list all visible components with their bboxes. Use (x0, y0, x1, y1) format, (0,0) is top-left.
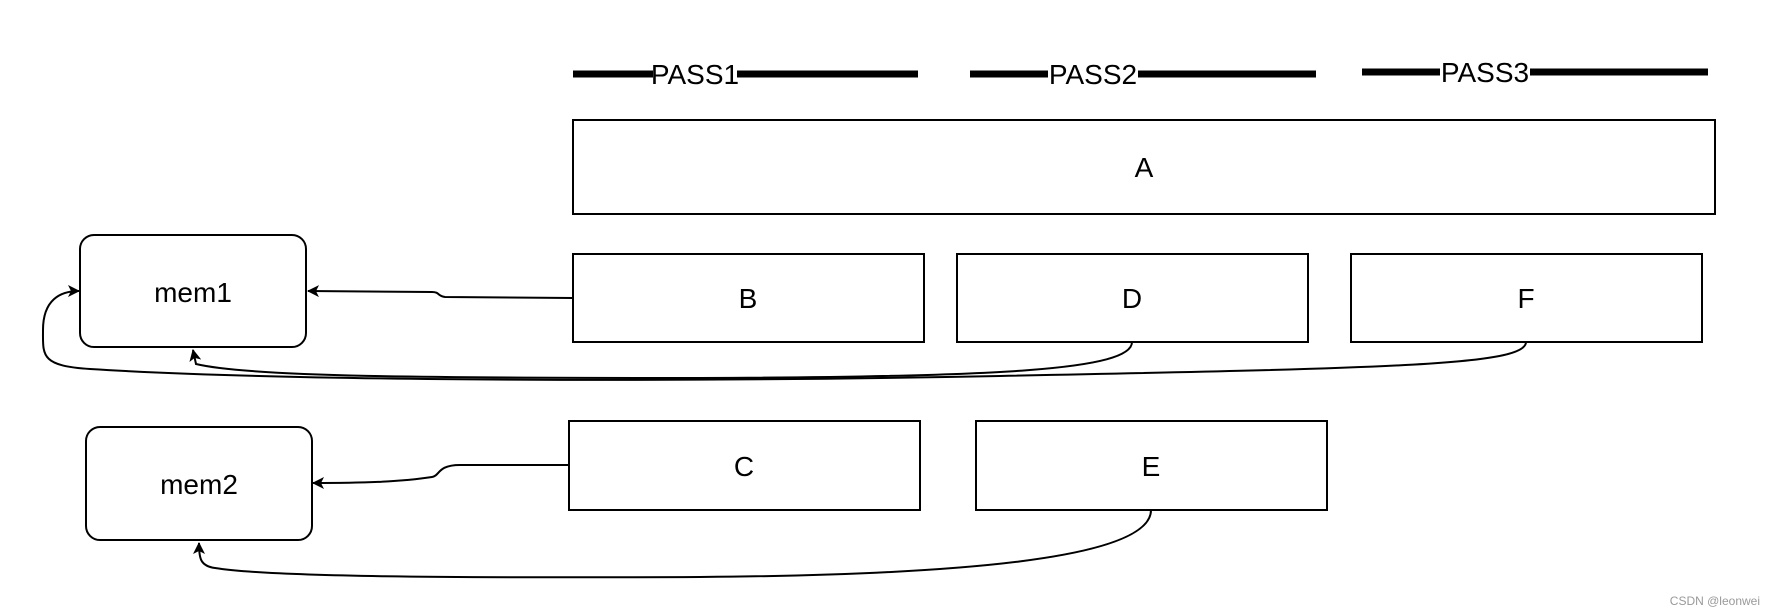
node-f: F (1350, 253, 1703, 343)
pass-header-2: PASS2 (970, 59, 1316, 90)
node-e-label: E (1142, 451, 1161, 482)
watermark: CSDN @leonwei (1669, 594, 1760, 608)
pass1-label: PASS1 (651, 59, 739, 90)
node-mem1: mem1 (79, 234, 307, 348)
node-c-label: C (734, 451, 754, 482)
node-mem1-label: mem1 (154, 277, 232, 308)
node-b-label: B (739, 283, 758, 314)
node-a: A (572, 119, 1716, 215)
pass-header-1: PASS1 (573, 59, 918, 90)
edge-e-to-mem2 (193, 509, 1152, 579)
node-e: E (975, 420, 1328, 511)
pass2-label: PASS2 (1049, 59, 1137, 90)
node-c: C (568, 420, 921, 511)
node-d: D (956, 253, 1309, 343)
node-b: B (572, 253, 925, 343)
edge-b-to-mem1 (307, 285, 574, 299)
pass-header-3: PASS3 (1362, 57, 1708, 88)
node-d-label: D (1122, 283, 1142, 314)
node-f-label: F (1517, 283, 1534, 314)
edge-d-to-mem1 (189, 341, 1133, 380)
node-mem2-label: mem2 (160, 469, 238, 500)
edge-f-to-mem1 (41, 285, 1527, 381)
node-a-label: A (1135, 152, 1154, 183)
edge-c-to-mem2 (312, 464, 569, 489)
pass3-label: PASS3 (1441, 57, 1529, 88)
node-mem2: mem2 (85, 426, 313, 541)
